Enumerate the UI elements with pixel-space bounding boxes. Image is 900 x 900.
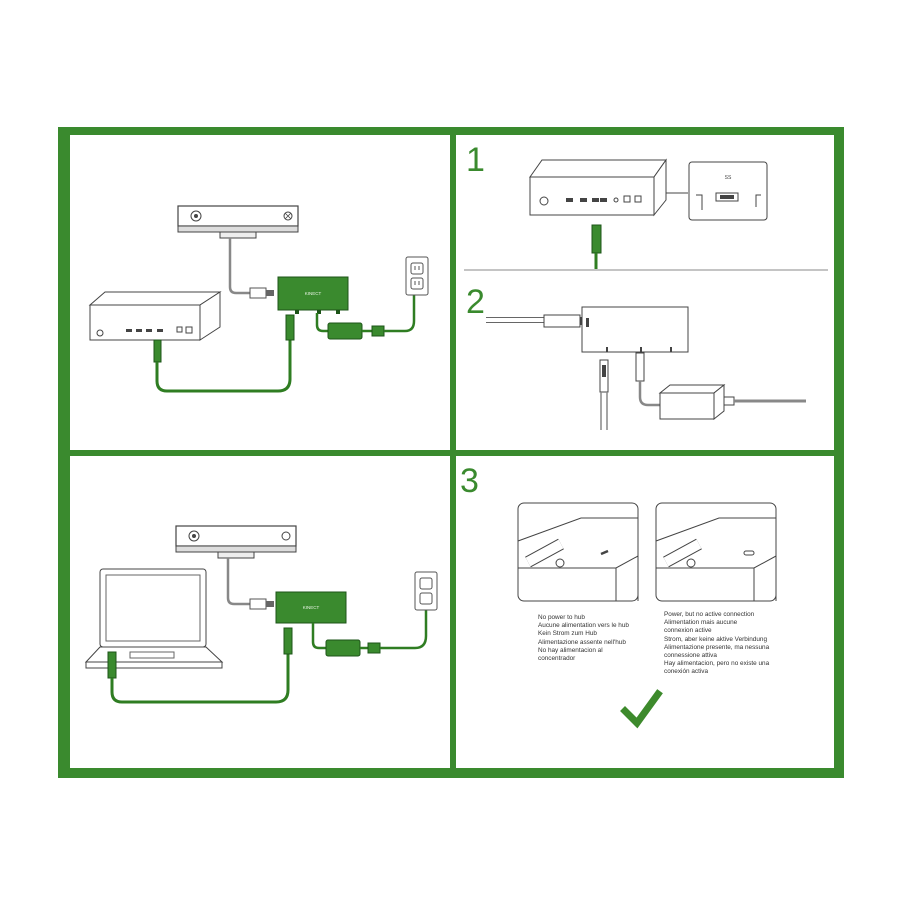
laptop	[84, 568, 224, 669]
xbox-logo-icon	[283, 211, 293, 221]
power-supply-brick	[658, 383, 726, 421]
hub-label: KINECT	[303, 605, 320, 610]
panel-pc-setup: KINECT	[70, 456, 450, 768]
note-line: connessione attiva	[664, 652, 717, 660]
note-line: concentrador	[538, 655, 576, 663]
power-outlet-icon	[414, 571, 438, 611]
step-number-3: 3	[460, 462, 479, 500]
step-number-1: 1	[466, 141, 485, 179]
note-line: Kein Strom zum Hub	[538, 630, 597, 638]
panel-console-setup: KINECT	[70, 135, 450, 450]
console-rear-view	[529, 158, 688, 217]
note-line: No hay alimentacion al	[538, 646, 603, 654]
usb-plug	[107, 651, 117, 679]
note-line: Alimentazione assente nell'hub	[538, 638, 626, 646]
note-line: Power, but no active connection	[664, 611, 755, 618]
power-outlet-icon	[405, 256, 429, 296]
note-line: Strom, aber keine aktive Verbindung	[664, 635, 768, 643]
hub-light-on-image	[655, 502, 777, 602]
kinect-sensor	[177, 205, 299, 239]
kinect-sensor	[175, 525, 297, 559]
xbox-console	[88, 291, 222, 341]
xbox-logo-icon	[281, 531, 291, 541]
usb-port-icon	[715, 192, 739, 202]
usb-port-label: SS	[725, 175, 732, 181]
note-line: Alimentation mais aucune	[664, 619, 738, 627]
kinect-adapter-hub: KINECT	[275, 591, 347, 624]
power-brick	[325, 639, 361, 657]
hub-light-off-image	[517, 502, 639, 602]
panel-step-3: 3 No power to hub Aucune alimentation ve…	[456, 456, 834, 768]
checkmark-icon	[620, 689, 663, 729]
note-line: Aucune alimentation vers le hub	[538, 622, 629, 630]
usb-port-callout: SS	[688, 161, 768, 221]
kinect-adapter-hub: KINECT	[277, 276, 349, 314]
note-line: connexion active	[664, 627, 712, 635]
usb-plug	[153, 339, 162, 363]
note-line: Hay alimentacion, pero no existe una	[664, 660, 770, 668]
panel-steps-1-2: 1 2 SS	[456, 135, 834, 450]
note-no-power: No power to hub Aucune alimentation vers…	[538, 614, 629, 663]
hub-label: KINECT	[305, 291, 322, 296]
note-line: No power to hub	[538, 614, 585, 621]
kinect-plug	[249, 287, 267, 299]
step-number-2: 2	[466, 283, 485, 321]
note-power-no-connection: Power, but no active connection Alimenta…	[664, 611, 769, 677]
note-line: Alimentazione presente, ma nessuna	[664, 643, 770, 651]
note-line: conexión activa	[664, 668, 709, 676]
power-brick	[327, 322, 363, 340]
hub-closeup	[486, 306, 689, 353]
